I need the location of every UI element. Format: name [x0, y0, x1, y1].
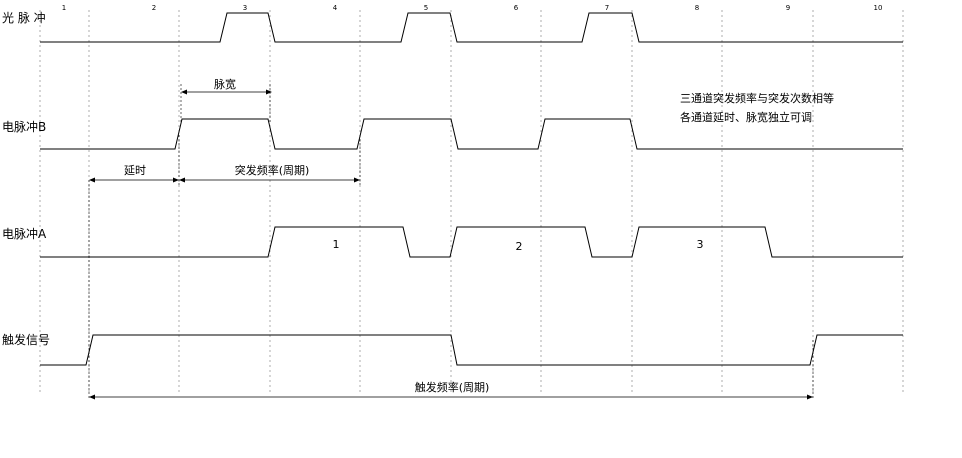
- waveform-pulse-a: [40, 226, 903, 258]
- waveform-pulse-b: [40, 118, 903, 150]
- label-delay: 延时: [124, 164, 146, 177]
- row-label-trigger: 触发信号: [2, 332, 50, 347]
- pulse-number: 1: [333, 238, 340, 251]
- waveform-light-pulse: [40, 12, 903, 43]
- dimension-pulse-width: [181, 89, 272, 95]
- pulse-number: 2: [516, 240, 523, 253]
- column-label: 10: [874, 4, 883, 12]
- waveform-trigger: [40, 334, 903, 366]
- row-label-pulse-b: 电脉冲B: [2, 119, 46, 134]
- column-label: 3: [243, 4, 247, 12]
- label-burst-frequency: 突发频率(周期): [235, 163, 310, 177]
- column-label: 6: [514, 4, 519, 12]
- label-trigger-frequency: 触发频率(周期): [415, 380, 490, 394]
- column-labels: 1 2 3 4 5 6 7 8 9 10: [62, 4, 883, 12]
- column-label: 1: [62, 4, 66, 12]
- note-line-2: 各通道延时、脉宽独立可调: [680, 110, 812, 124]
- column-label: 2: [152, 4, 156, 12]
- label-pulse-width: 脉宽: [214, 77, 236, 91]
- dimension-trigger-frequency: [89, 394, 813, 400]
- column-label: 8: [695, 4, 699, 12]
- note-line-1: 三通道突发频率与突发次数相等: [680, 91, 834, 105]
- dimension-burst-frequency: [179, 177, 360, 183]
- column-label: 5: [424, 4, 428, 12]
- pulse-number: 3: [697, 238, 704, 251]
- column-label: 7: [605, 4, 609, 12]
- row-label-light-pulse: 光 脉 冲: [2, 10, 46, 25]
- column-label: 9: [786, 4, 790, 12]
- row-label-pulse-a: 电脉冲A: [2, 226, 47, 241]
- column-label: 4: [333, 4, 338, 12]
- dimension-delay: [89, 177, 179, 183]
